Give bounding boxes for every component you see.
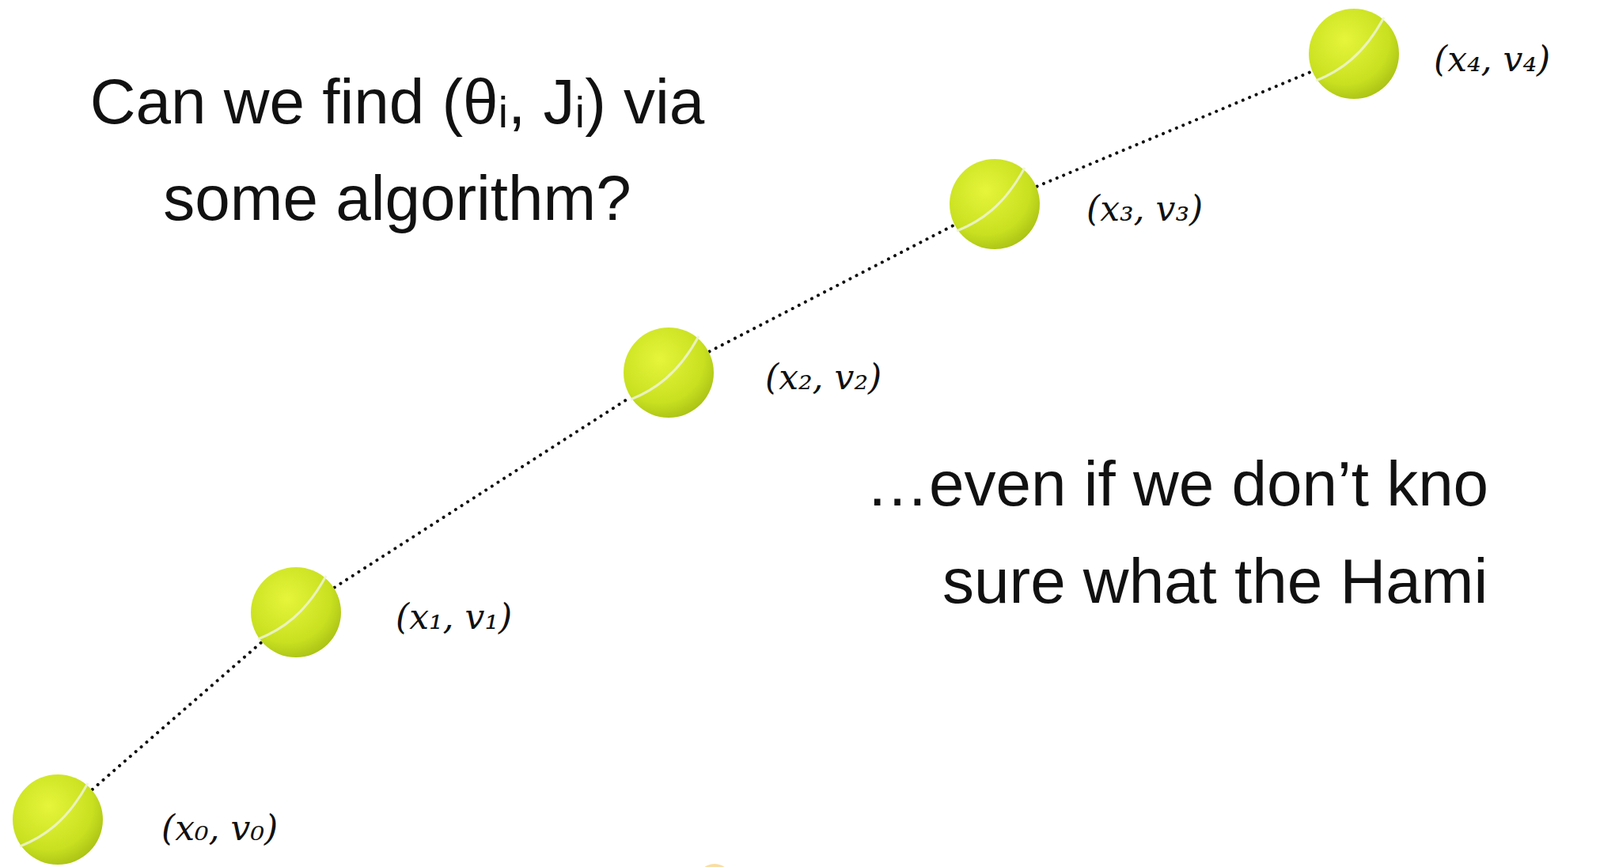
dotted-trajectory: [92, 642, 262, 790]
tennis-ball: [11, 773, 104, 866]
dotted-trajectory: [709, 225, 955, 353]
state-label: (x₂, v₂): [765, 360, 882, 395]
state-label: (x₀, v₀): [161, 811, 278, 846]
ball-node: [250, 566, 342, 659]
state-label: (x₄, v₄): [1433, 41, 1551, 77]
question-heading: Can we find (θᵢ, Jᵢ) via some algorithm?: [25, 53, 770, 247]
partial-ball: [697, 864, 732, 867]
ball-node: [1308, 7, 1400, 100]
ball-node: [11, 773, 104, 866]
dotted-trajectory: [1037, 71, 1312, 186]
tennis-ball: [948, 158, 1041, 251]
note-text: …even if we don’t kno: [865, 436, 1489, 533]
ball-node: [622, 326, 715, 419]
ball-node: [948, 158, 1041, 251]
note-text: sure what the Hami: [942, 533, 1488, 630]
tennis-ball: [1308, 7, 1400, 100]
state-label: (x₁, v₁): [395, 599, 512, 635]
tennis-ball: [622, 326, 715, 419]
state-label: (x₃, v₃): [1086, 191, 1203, 227]
dotted-trajectory: [334, 397, 630, 588]
tennis-ball: [250, 566, 342, 659]
